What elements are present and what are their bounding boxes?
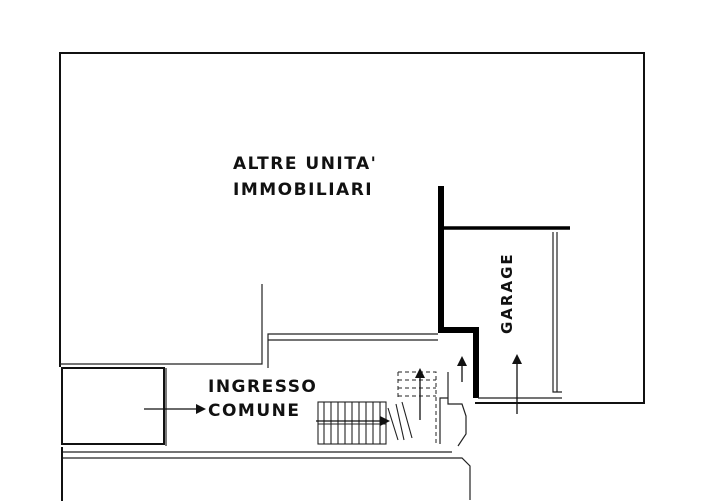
interior-walls	[60, 284, 438, 368]
door-arrow	[457, 356, 467, 382]
label-other-units-line1: ALTRE UNITA'	[233, 154, 377, 174]
stair-up-arrow	[415, 368, 425, 420]
label-other-units-line2: IMMOBILIARI	[233, 180, 373, 200]
outer-boundary	[59, 52, 645, 404]
stair-arrow	[316, 416, 390, 426]
entrance-arrow	[144, 404, 206, 414]
label-entrance-line2: COMUNE	[208, 401, 301, 421]
staircase	[317, 371, 437, 445]
entrance-block	[61, 367, 471, 501]
label-garage: GARAGE	[498, 252, 516, 334]
garage-arrow	[512, 354, 522, 414]
label-entrance-line1: INGRESSO	[208, 377, 317, 397]
garage-walls	[438, 186, 570, 399]
